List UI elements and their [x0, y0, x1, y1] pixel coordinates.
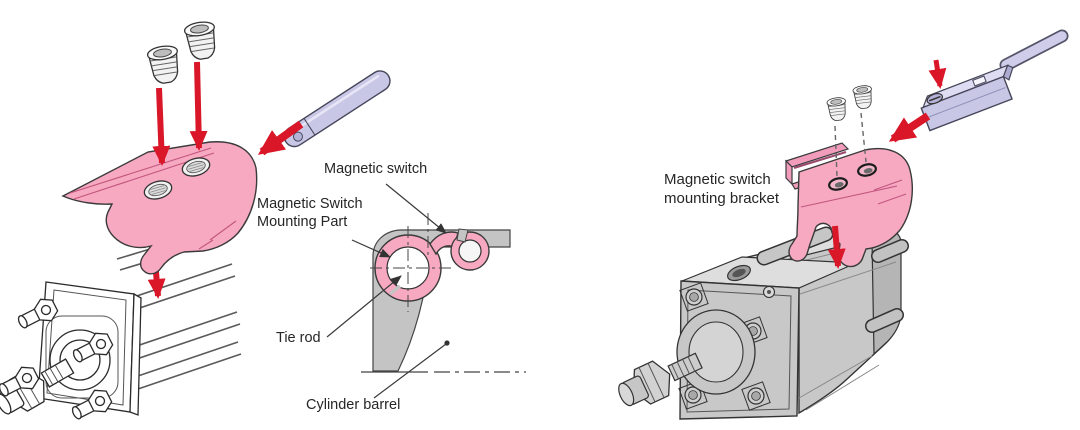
leader-cylinder-barrel: [373, 343, 447, 399]
magnetic-switch-mounting-bracket: [784, 142, 913, 268]
switch-cable: [1001, 31, 1067, 70]
leader-magnetic-switch: [385, 183, 447, 234]
leader-lines: [326, 183, 450, 399]
switch-rail-groove: [69, 147, 212, 194]
insert-arrow-screw-right: [189, 61, 208, 151]
cross-section-detail: [361, 213, 526, 373]
insert-arrow-screw-left: [152, 87, 171, 166]
cylinder-front-view: [0, 281, 142, 420]
label-mounting-bracket-line1: Magnetic switch: [664, 171, 771, 188]
piston-rod: [618, 352, 703, 407]
threaded-hole: [181, 157, 211, 177]
leader-tie-rod: [326, 275, 402, 338]
label-tie-rod: Tie rod: [276, 330, 321, 346]
tie-rod-nuts: [0, 298, 114, 420]
set-screw: [826, 96, 849, 122]
cylinder-end-cap: [618, 256, 857, 420]
flange-side: [129, 292, 142, 416]
insert-arrow-bracket-to-barrel: [827, 225, 846, 269]
label-cylinder-barrel: Cylinder barrel: [306, 397, 401, 413]
left-figure: [0, 19, 526, 420]
switch-hole: [458, 239, 482, 263]
magnetic-switch-block: [920, 29, 1069, 132]
label-mounting-bracket-line2: mounting bracket: [664, 190, 780, 207]
insert-arrow-switch-to-bracket: [888, 112, 931, 143]
label-mounting-part: Magnetic Switch Mounting Part: [257, 196, 363, 231]
insert-arrow-switch: [257, 120, 304, 156]
leader-mounting-part: [351, 239, 391, 258]
set-screw: [145, 43, 183, 86]
magnetic-switch-rod: [283, 70, 391, 148]
label-mounting-bracket: Magnetic switch mounting bracket: [664, 170, 779, 208]
set-screw: [182, 19, 220, 62]
switch-notch: [456, 228, 469, 243]
label-mounting-part-line2: Mounting Part: [257, 213, 348, 230]
threaded-hole: [143, 180, 173, 200]
right-figure: [618, 29, 1069, 420]
label-magnetic-switch: Magnetic switch: [324, 161, 428, 177]
bracket-hole: [857, 163, 877, 177]
label-mounting-part-line1: Magnetic Switch: [257, 196, 363, 212]
cap-screws: [678, 282, 771, 411]
magnetic-switch-mounting-part: [61, 141, 258, 275]
bracket-hole: [828, 177, 848, 191]
indicator-window: [972, 75, 987, 87]
set-screw: [852, 84, 875, 110]
tie-rod-stub: [865, 239, 909, 333]
insert-arrow-onto-switch: [928, 59, 947, 89]
